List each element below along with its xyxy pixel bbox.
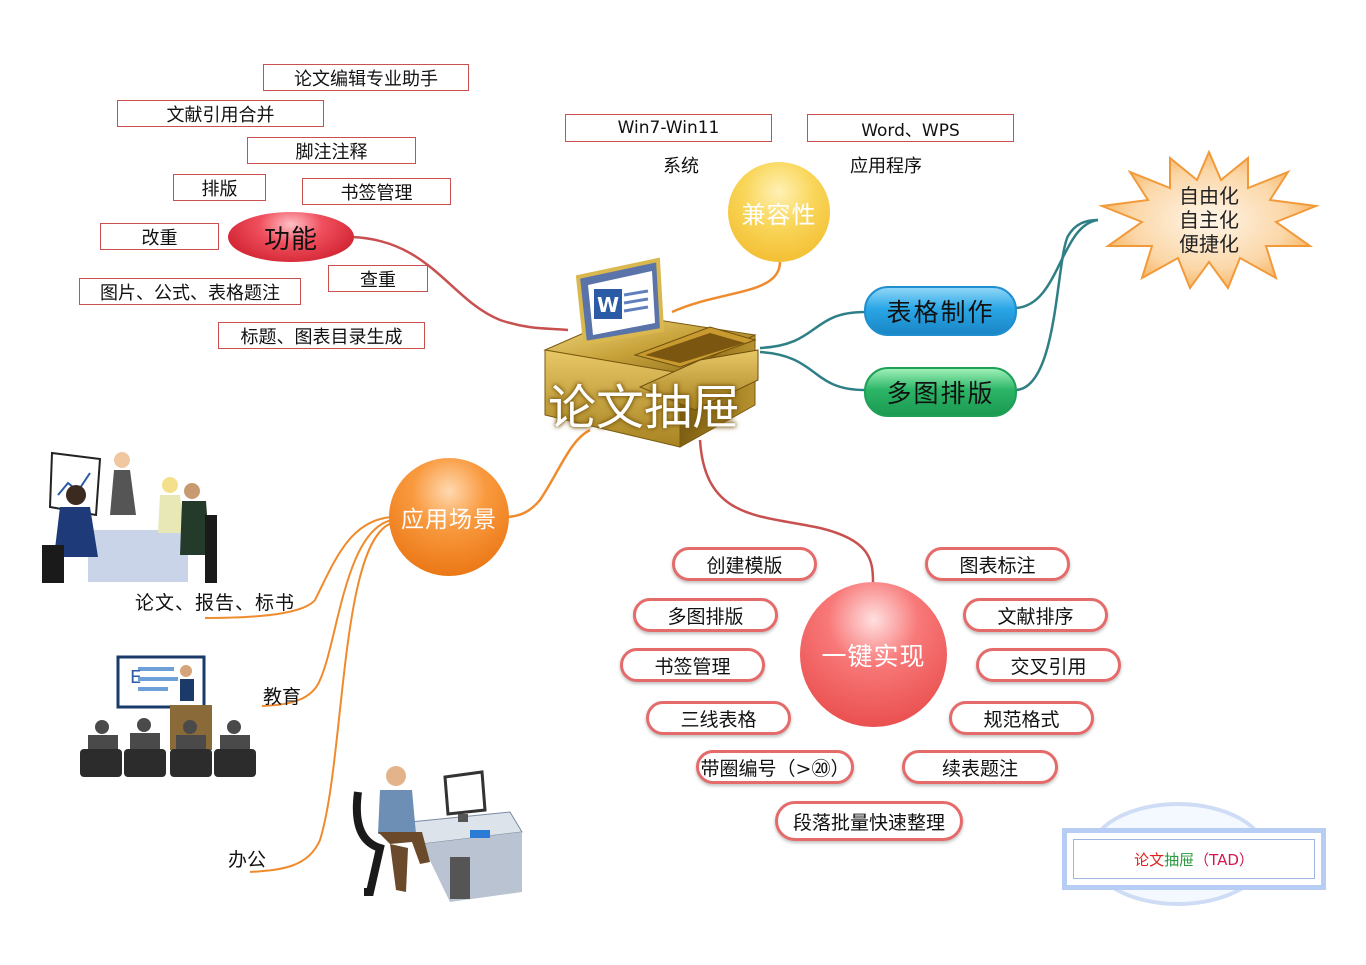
- star-line: 自由化: [1179, 184, 1239, 208]
- star-line: 便捷化: [1179, 232, 1239, 256]
- oneclick-bookmark: 书签管理: [620, 648, 765, 682]
- meeting-illustration: [42, 451, 217, 583]
- starburst-shape: [1098, 150, 1320, 290]
- oneclick-multi-layout: 多图排版: [633, 598, 778, 632]
- oneclick-standard-format: 规范格式: [949, 701, 1094, 735]
- badge-part-3: （TAD）: [1194, 850, 1254, 869]
- compat-system-label: 系统: [663, 156, 699, 177]
- scene-office: 办公: [228, 849, 267, 871]
- feature-bookmark: 书签管理: [302, 178, 451, 205]
- compat-app-value: Word、WPS: [807, 114, 1014, 142]
- education-illustration: E: [80, 655, 256, 777]
- star-line: 自主化: [1179, 208, 1239, 232]
- badge-frame: 论文抽屉（TAD）: [1062, 828, 1326, 890]
- oneclick-create-template: 创建模版: [672, 547, 817, 581]
- oneclick-paragraph-batch: 段落批量快速整理: [775, 801, 963, 841]
- oneclick-cross-reference: 交叉引用: [976, 648, 1121, 682]
- star-text: 自由化 自主化 便捷化: [1170, 184, 1248, 256]
- badge-text: 论文抽屉（TAD）: [1073, 839, 1315, 879]
- feature-plagiarism-check: 查重: [328, 265, 428, 292]
- feature-rewrite: 改重: [100, 223, 219, 250]
- word-icon-letter: W: [597, 293, 619, 317]
- scene-education: 教育: [263, 686, 302, 708]
- compat-app-label: 应用程序: [850, 156, 922, 177]
- feature-layout: 排版: [173, 174, 266, 201]
- oneclick-continued-caption: 续表题注: [902, 750, 1058, 784]
- scene-node: 应用场景: [389, 458, 509, 576]
- compat-node: 兼容性: [728, 162, 830, 262]
- function-node: 功能: [228, 212, 354, 262]
- svg-text:E: E: [130, 667, 141, 688]
- office-illustration: [352, 766, 523, 902]
- feature-footnote: 脚注注释: [247, 137, 416, 164]
- compat-system-value: Win7-Win11: [565, 114, 772, 142]
- badge-part-2: 抽屉: [1164, 850, 1195, 869]
- oneclick-chart-label: 图表标注: [925, 547, 1070, 581]
- oneclick-node: 一键实现: [800, 582, 947, 727]
- multi-layout-node: 多图排版: [864, 367, 1017, 417]
- feature-editing-assistant: 论文编辑专业助手: [263, 64, 469, 91]
- scene-paper-report: 论文、报告、标书: [135, 592, 296, 614]
- oneclick-circled-number: 带圈编号（>⑳）: [696, 750, 854, 784]
- feature-citation-merge: 文献引用合并: [117, 100, 324, 127]
- drawer-illustration: W: [543, 257, 759, 448]
- feature-captions: 图片、公式、表格题注: [79, 278, 301, 305]
- feature-toc: 标题、图表目录生成: [218, 322, 425, 349]
- oneclick-reference-sort: 文献排序: [963, 598, 1108, 632]
- table-make-node: 表格制作: [864, 286, 1017, 336]
- oneclick-three-line-table: 三线表格: [646, 701, 791, 735]
- badge-part-1: 论文: [1134, 850, 1165, 869]
- center-title: 论文抽屉: [548, 380, 741, 436]
